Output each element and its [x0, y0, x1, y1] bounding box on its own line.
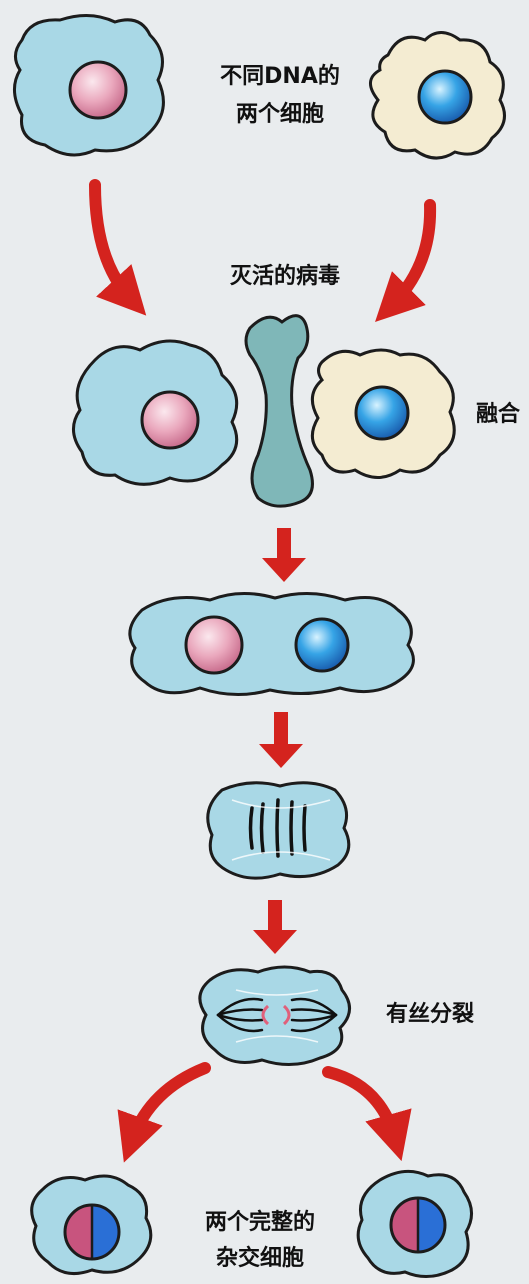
arrow-down-2-head [259, 744, 303, 768]
label-top-line2: 两个细胞 [195, 100, 365, 130]
label-bottom-line2: 杂交细胞 [165, 1244, 355, 1274]
pink-nucleus-fusion [142, 392, 198, 448]
fused-hybrid-cell [130, 593, 414, 694]
arrow-down-3-head [253, 930, 297, 954]
label-inactivated-virus: 灭活的病毒 [185, 262, 385, 292]
arrow-to-left-daughter [132, 1068, 205, 1140]
arrow-down-1-head [262, 558, 306, 582]
blue-nucleus-top [419, 71, 471, 123]
pink-nucleus-hybrid [186, 617, 242, 673]
label-bottom-line1: 两个完整的 [165, 1208, 355, 1238]
inactivated-virus [246, 316, 312, 506]
label-mitosis: 有丝分裂 [365, 1000, 495, 1030]
arrow-to-right-daughter [328, 1072, 395, 1138]
hybrid-nucleus-left [65, 1205, 119, 1259]
label-top-line1: 不同DNA的 [195, 62, 365, 92]
arrow-left-to-fusion [95, 185, 130, 298]
blue-nucleus-hybrid [296, 619, 348, 671]
pink-nucleus-top [70, 62, 126, 118]
label-fusion: 融合 [468, 400, 528, 430]
arrow-right-to-fusion [392, 205, 430, 305]
blue-nucleus-fusion [356, 387, 408, 439]
hybrid-nucleus-right [391, 1198, 445, 1252]
